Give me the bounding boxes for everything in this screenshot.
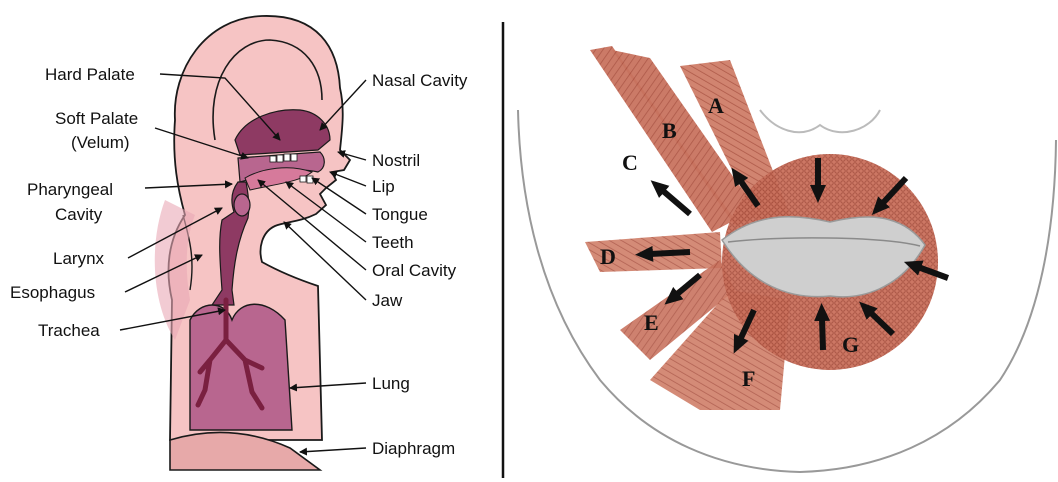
muscle-label-d: D bbox=[600, 244, 616, 269]
arrow-c bbox=[662, 190, 690, 214]
muscle-label-g: G bbox=[842, 332, 859, 357]
label-oral-cavity: Oral Cavity bbox=[372, 261, 457, 280]
label-lung: Lung bbox=[372, 374, 410, 393]
label-hard-palate: Hard Palate bbox=[45, 65, 135, 84]
label-diaphragm: Diaphragm bbox=[372, 439, 455, 458]
label-larynx: Larynx bbox=[53, 249, 105, 268]
muscle-label-e: E bbox=[644, 310, 659, 335]
vocal-tract-illustration bbox=[155, 16, 350, 470]
arrow-g1 bbox=[822, 318, 823, 350]
muscle-label-f: F bbox=[742, 366, 755, 391]
label-pharyngeal: Pharyngeal bbox=[27, 180, 113, 199]
nose-base bbox=[760, 110, 880, 132]
label-velum: (Velum) bbox=[71, 133, 130, 152]
label-esophagus: Esophagus bbox=[10, 283, 95, 302]
label-nostril: Nostril bbox=[372, 151, 420, 170]
label-jaw: Jaw bbox=[372, 291, 403, 310]
muscle-label-a: A bbox=[708, 93, 724, 118]
label-teeth: Teeth bbox=[372, 233, 414, 252]
larynx-shape bbox=[234, 194, 250, 216]
muscle-label-c: C bbox=[622, 150, 638, 175]
muscle-label-b: B bbox=[662, 118, 677, 143]
label-lip: Lip bbox=[372, 177, 395, 196]
label-tongue: Tongue bbox=[372, 205, 428, 224]
arrow-d bbox=[650, 252, 690, 254]
label-nasal-cavity: Nasal Cavity bbox=[372, 71, 468, 90]
label-soft-palate: Soft Palate bbox=[55, 109, 138, 128]
label-trachea: Trachea bbox=[38, 321, 100, 340]
label-pharyngeal-cavity: Cavity bbox=[55, 205, 103, 224]
lip-muscles-illustration: A B C D E F G bbox=[518, 46, 1056, 472]
